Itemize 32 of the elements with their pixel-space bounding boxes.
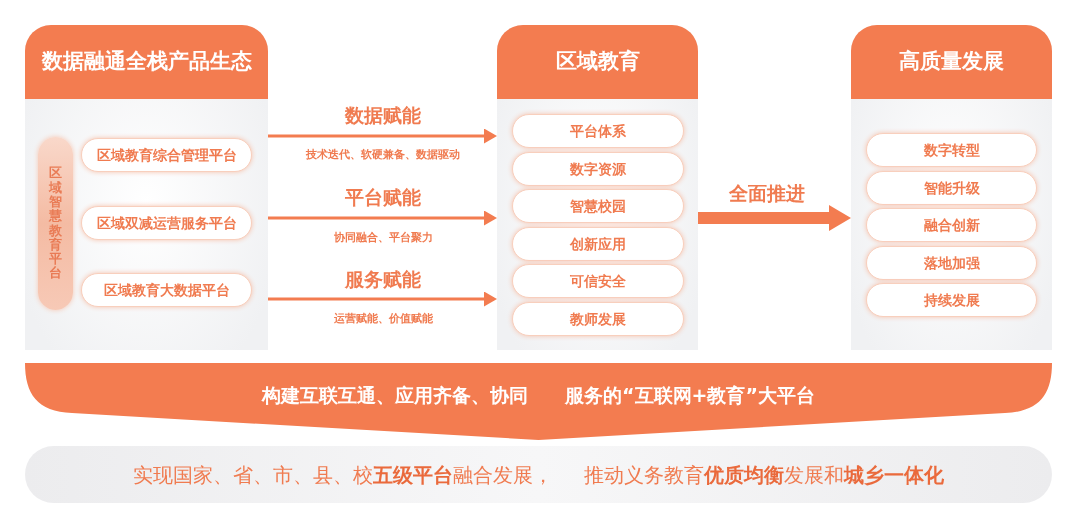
category-pill: 数字转型 — [866, 133, 1037, 167]
panel-header: 数据融通全栈产品生态 — [25, 25, 268, 99]
category-pill: 融合创新 — [866, 208, 1037, 242]
arrow — [268, 210, 497, 226]
category-pill: 区域教育大数据平台 — [81, 273, 252, 307]
summary-text: 实现国家、省、市、县、校五级平台融合发展， 推动义务教育优质均衡发展和城乡一体化 — [133, 461, 944, 489]
category-pill: 平台体系 — [512, 114, 684, 148]
category-pill: 数字资源 — [512, 152, 684, 186]
arrow-caption: 协同融合、平台聚力 — [333, 231, 433, 245]
vertical-label: 区域智慧教育平台 — [49, 166, 62, 281]
panel-header: 高质量发展 — [851, 25, 1052, 99]
category-pill: 智慧校园 — [512, 189, 684, 223]
category-pill: 智能升级 — [866, 171, 1037, 205]
category-pill: 区域双减运营服务平台 — [81, 206, 252, 240]
category-pill: 创新应用 — [512, 227, 684, 261]
category-pill: 持续发展 — [866, 283, 1037, 317]
category-pill: 落地加强 — [866, 246, 1037, 280]
arrow — [698, 205, 851, 231]
panel-card — [851, 25, 1052, 350]
panel-card — [497, 25, 698, 350]
panel-header: 区域教育 — [497, 25, 698, 99]
vertical-pill — [38, 137, 73, 310]
category-pill: 教师发展 — [512, 302, 684, 336]
arrow — [268, 291, 497, 307]
arrow-caption: 运营赋能、价值赋能 — [333, 312, 433, 326]
banner-shape — [25, 363, 1052, 440]
category-pill: 可信安全 — [512, 264, 684, 298]
arrow-caption: 技术迭代、软硬兼备、数据驱动 — [306, 148, 460, 162]
banner-text: 构建互联互通、应用齐备、协同 服务的“互联网+教育”大平台 — [262, 383, 815, 408]
arrow — [268, 128, 497, 144]
panel-card — [25, 25, 268, 350]
category-pill: 区域教育综合管理平台 — [81, 138, 252, 172]
